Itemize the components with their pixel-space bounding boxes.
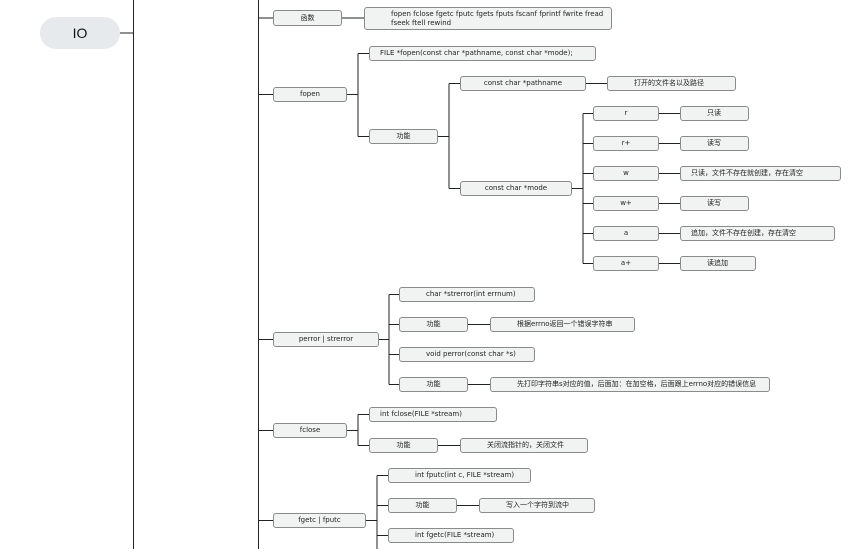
node-fputc-function[interactable]: 功能 — [388, 498, 457, 513]
node-fputc-description[interactable]: 写入一个字符到流中 — [479, 498, 595, 513]
function-list-line-2: fseek ftell rewind — [391, 18, 452, 27]
node-mode-w[interactable]: w — [593, 166, 659, 181]
root-node-io[interactable]: IO — [40, 17, 120, 49]
node-strerror-description[interactable]: 根据errno返回一个错误字符串 — [490, 317, 635, 332]
node-fgetc-prototype[interactable]: int fgetc(FILE *stream) — [388, 528, 514, 543]
node-strerror-function[interactable]: 功能 — [399, 317, 468, 332]
node-fclose-description[interactable]: 关闭流指针的，关闭文件 — [460, 438, 588, 453]
node-pathname-param[interactable]: const char *pathname — [460, 76, 586, 91]
node-perror-description[interactable]: 先打印字符串s对应的值，后面加：在加空格，后面跟上errno对应的错误信息 — [490, 377, 770, 392]
separator-line-left — [133, 0, 134, 549]
node-fgetc-fputc[interactable]: fgetc | fputc — [273, 513, 366, 528]
node-mode-r-plus-description[interactable]: 读写 — [680, 136, 749, 151]
node-mode-w-plus[interactable]: w+ — [593, 196, 659, 211]
node-perror-prototype[interactable]: void perror(const char *s) — [399, 347, 535, 362]
node-perror-function[interactable]: 功能 — [399, 377, 468, 392]
node-fopen-function[interactable]: 功能 — [369, 129, 438, 144]
node-fclose-function[interactable]: 功能 — [369, 438, 438, 453]
node-mode-r-description[interactable]: 只读 — [680, 106, 749, 121]
node-mode-r-plus[interactable]: r+ — [593, 136, 659, 151]
node-mode-a-plus-description[interactable]: 读追加 — [680, 256, 756, 271]
function-list-line-1: fopen fclose fgetc fputc fgets fputs fsc… — [391, 10, 604, 19]
node-mode-a-description[interactable]: 追加，文件不存在创建，存在清空 — [680, 226, 835, 241]
node-fopen-prototype[interactable]: FILE *fopen(const char *pathname, const … — [369, 46, 596, 61]
node-strerror-prototype[interactable]: char *strerror(int errnum) — [399, 287, 535, 302]
node-mode-param[interactable]: const char *mode — [460, 181, 572, 196]
node-mode-w-plus-description[interactable]: 读写 — [680, 196, 749, 211]
node-fclose-prototype[interactable]: int fclose(FILE *stream) — [369, 407, 497, 422]
node-fclose[interactable]: fclose — [273, 423, 347, 438]
node-mode-w-description[interactable]: 只读，文件不存在就创建，存在清空 — [680, 166, 841, 181]
node-mode-a-plus[interactable]: a+ — [593, 256, 659, 271]
node-mode-a[interactable]: a — [593, 226, 659, 241]
node-mode-r[interactable]: r — [593, 106, 659, 121]
trunk-line — [258, 0, 259, 549]
node-functions[interactable]: 函数 — [273, 10, 342, 26]
node-fputc-prototype[interactable]: int fputc(int c, FILE *stream) — [388, 468, 531, 483]
node-pathname-description[interactable]: 打开的文件名以及路径 — [607, 76, 736, 91]
node-fopen[interactable]: fopen — [273, 87, 347, 102]
node-function-list[interactable]: fopen fclose fgetc fputc fgets fputs fsc… — [364, 7, 612, 30]
node-perror-strerror[interactable]: perror | strerror — [273, 332, 379, 347]
